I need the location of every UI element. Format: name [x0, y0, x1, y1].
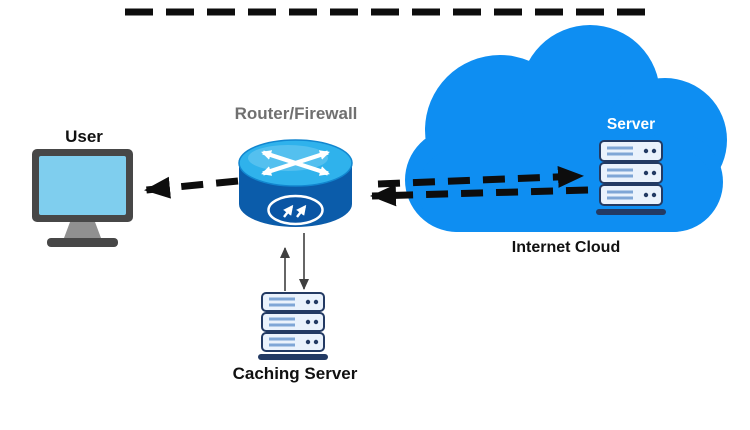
- badge-arrow: [296, 204, 307, 218]
- server-led: [305, 319, 311, 325]
- caching-server-node: Caching Server: [233, 292, 358, 383]
- server-led: [313, 339, 319, 345]
- server-led: [643, 192, 649, 198]
- router-arrows-icon: [261, 150, 330, 176]
- server-slot: [607, 146, 633, 150]
- caching-server-icon: [258, 292, 328, 360]
- router-firewall-label: Router/Firewall: [235, 104, 358, 123]
- user-label: User: [65, 127, 103, 146]
- caching-server-label: Caching Server: [233, 364, 358, 383]
- server-unit: [599, 162, 663, 184]
- arrow-server-to-router: [370, 184, 589, 207]
- server-slot: [269, 337, 295, 341]
- monitor-base: [47, 238, 118, 247]
- server-slot: [269, 303, 295, 307]
- server-unit: [599, 140, 663, 162]
- server-slot: [269, 343, 295, 347]
- server-led: [313, 299, 319, 305]
- server-led: [305, 339, 311, 345]
- server-slot: [607, 152, 633, 156]
- server-slot: [607, 190, 633, 194]
- server-led: [651, 192, 657, 198]
- internet-cloud-node: Server Internet Cloud: [405, 25, 727, 256]
- server-led: [305, 299, 311, 305]
- badge-arrow: [283, 204, 294, 218]
- internet-cloud-label: Internet Cloud: [512, 239, 620, 256]
- server-slot: [269, 317, 295, 321]
- server-slot: [269, 323, 295, 327]
- user-node: User: [32, 127, 133, 247]
- server-unit: [599, 184, 663, 206]
- server-label: Server: [607, 116, 655, 133]
- server-led: [643, 170, 649, 176]
- server-led: [643, 148, 649, 154]
- router-arrow: [294, 161, 330, 176]
- server-stand: [596, 209, 666, 215]
- server-led: [313, 319, 319, 325]
- server-slot: [607, 196, 633, 200]
- router-badge: [267, 194, 324, 226]
- monitor-screen: [39, 156, 126, 215]
- server-stand: [258, 354, 328, 360]
- server-led: [651, 148, 657, 154]
- server-icon: [596, 140, 666, 215]
- badge-double-arrow-icon: [283, 204, 307, 218]
- router-node: Router/Firewall: [235, 104, 358, 227]
- server-slot: [269, 297, 295, 301]
- router-arrow: [294, 150, 330, 165]
- arrow-router-to-user: [144, 176, 239, 199]
- router-arrow: [261, 150, 297, 165]
- server-led: [651, 170, 657, 176]
- server-slot: [607, 174, 633, 178]
- server-slot: [607, 168, 633, 172]
- monitor-neck: [64, 222, 101, 238]
- router-arrow: [261, 161, 297, 176]
